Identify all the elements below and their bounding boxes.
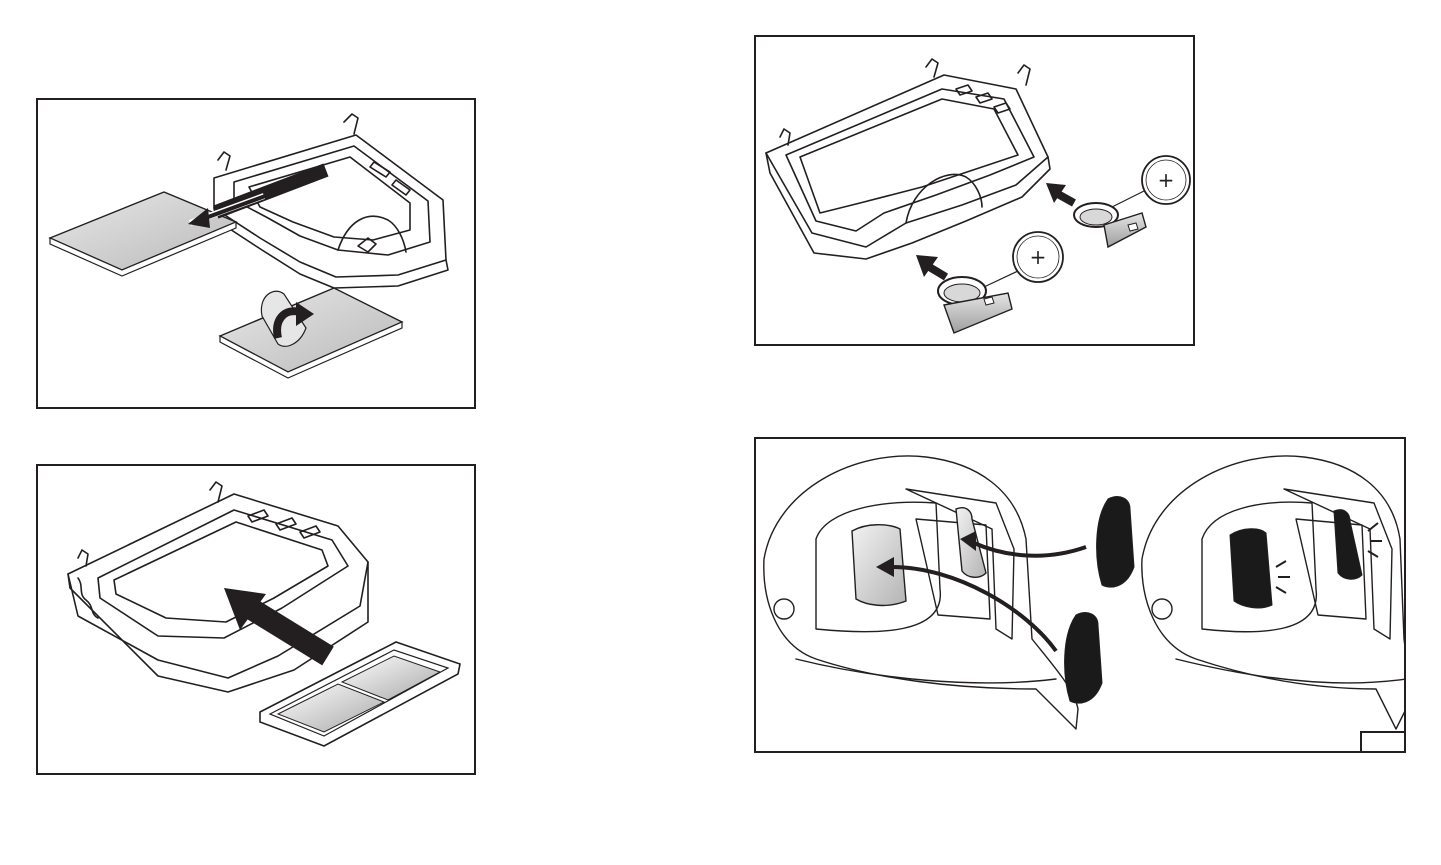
click-mark-icon bbox=[1276, 523, 1382, 593]
battery-holder-icon bbox=[938, 277, 1012, 333]
arrow-icon bbox=[188, 170, 326, 228]
peel-film-icon bbox=[220, 288, 402, 378]
side-window-icon bbox=[1065, 497, 1134, 703]
arrow-icon bbox=[224, 588, 328, 656]
figure-number-tab bbox=[1360, 731, 1406, 753]
helmet-icon bbox=[764, 456, 1078, 729]
cassette-frame-icon bbox=[766, 59, 1050, 259]
battery-plus-label: + bbox=[1030, 245, 1047, 269]
helmet-icon bbox=[1142, 456, 1406, 729]
arrow-icon bbox=[1046, 183, 1074, 203]
side-window-icon bbox=[852, 508, 986, 606]
illustration-remove-protective-plate bbox=[36, 98, 476, 409]
illustration-fit-side-windows bbox=[754, 437, 1406, 753]
arrow-icon bbox=[916, 255, 946, 277]
battery-plus-label: + bbox=[1158, 168, 1175, 192]
illustration-insert-welding-filter bbox=[36, 464, 476, 775]
protective-plate-icon bbox=[50, 192, 236, 276]
coin-battery-icon: + bbox=[1112, 156, 1190, 207]
illustration-insert-batteries: + + bbox=[754, 35, 1195, 346]
battery-holder-icon bbox=[1074, 203, 1146, 247]
side-window-icon bbox=[1230, 510, 1362, 608]
welding-filter-icon bbox=[260, 642, 460, 746]
coin-battery-icon: + bbox=[984, 232, 1063, 287]
arrow-icon bbox=[876, 531, 1086, 651]
